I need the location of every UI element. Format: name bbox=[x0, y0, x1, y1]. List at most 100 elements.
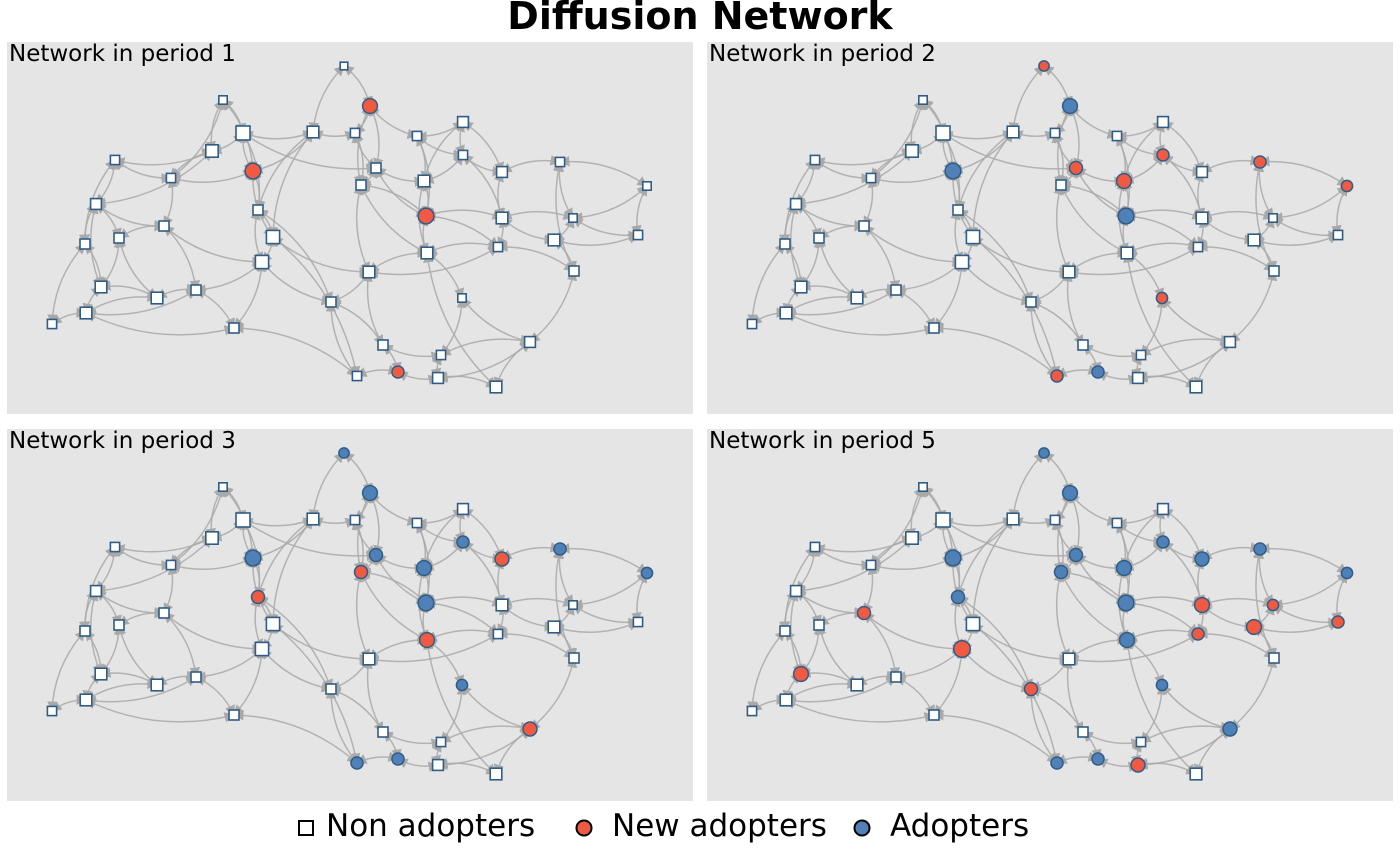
non-adopter-node bbox=[858, 220, 870, 232]
network-edge bbox=[272, 623, 371, 665]
panel-period-3: Network in period 3 bbox=[7, 429, 693, 801]
network-edge bbox=[426, 639, 465, 686]
network-edge bbox=[955, 131, 1014, 212]
adopter-node bbox=[950, 589, 966, 605]
network-edge bbox=[163, 225, 201, 292]
non-adopter-node bbox=[905, 144, 920, 159]
network-edge bbox=[1201, 604, 1256, 632]
network-edge bbox=[1162, 154, 1206, 220]
network-edge bbox=[799, 667, 858, 686]
network-edge bbox=[232, 710, 358, 764]
network-edge bbox=[1196, 241, 1275, 272]
non-adopter-node bbox=[850, 678, 864, 692]
nodes bbox=[746, 447, 1354, 781]
non-adopter-node bbox=[205, 531, 220, 546]
network-edge bbox=[1252, 160, 1275, 272]
network-edge bbox=[272, 236, 361, 378]
non-adopter-node bbox=[495, 598, 509, 612]
network-edge bbox=[1201, 217, 1256, 245]
non-adopter-node bbox=[1111, 517, 1123, 529]
network-edge bbox=[1161, 297, 1232, 345]
network-edge bbox=[1069, 105, 1119, 140]
non-adopter-node bbox=[306, 125, 320, 139]
non-adopter-node bbox=[952, 204, 964, 216]
non-adopter-node bbox=[965, 616, 981, 632]
non-adopter-node bbox=[865, 559, 877, 571]
network-edge bbox=[1252, 547, 1275, 659]
network-edge bbox=[894, 261, 963, 295]
non-adopter-node bbox=[813, 232, 825, 244]
network-edge bbox=[894, 648, 963, 682]
non-adopter-node bbox=[165, 559, 177, 571]
nodes bbox=[46, 447, 654, 781]
new-adopter-node bbox=[1245, 618, 1263, 636]
non-adopter-node bbox=[435, 736, 447, 748]
non-adopter-node bbox=[1189, 767, 1203, 781]
circle-marker-icon bbox=[575, 819, 593, 837]
non-adopter-node bbox=[492, 241, 504, 253]
non-adopter-node bbox=[89, 197, 103, 211]
network-edge bbox=[1258, 543, 1348, 574]
network-edge bbox=[415, 508, 464, 529]
non-adopter-node bbox=[1189, 380, 1203, 394]
non-adopter-node bbox=[489, 380, 503, 394]
non-adopter-node bbox=[150, 291, 164, 305]
non-adopter-node bbox=[554, 156, 566, 168]
adopter-node bbox=[1091, 365, 1105, 379]
non-adopter-node bbox=[431, 371, 445, 385]
adopter-node bbox=[417, 594, 435, 612]
network-edge bbox=[1201, 542, 1262, 560]
new-adopter-node bbox=[1191, 627, 1205, 641]
adopter-node bbox=[1050, 756, 1064, 770]
non-adopter-node bbox=[349, 514, 361, 526]
network-edge bbox=[1060, 571, 1128, 641]
adopter-node bbox=[1117, 207, 1135, 225]
non-adopter-node bbox=[1120, 246, 1134, 260]
network-edge bbox=[308, 65, 345, 134]
panel-label: Network in period 2 bbox=[709, 42, 936, 67]
non-adopter-node bbox=[1055, 179, 1067, 191]
non-adopter-node bbox=[794, 280, 808, 294]
network-edge bbox=[369, 105, 419, 140]
non-adopter-node bbox=[457, 149, 469, 161]
network-edge bbox=[799, 280, 858, 299]
network-edge bbox=[501, 596, 574, 607]
legend-label: New adopters bbox=[612, 808, 827, 844]
non-adopter-node bbox=[641, 181, 652, 192]
non-adopter-node bbox=[1195, 211, 1209, 225]
network-edge bbox=[1115, 121, 1164, 142]
network-edge bbox=[785, 312, 936, 336]
network-edge bbox=[501, 604, 556, 632]
non-adopter-node bbox=[377, 726, 389, 738]
network-edge bbox=[233, 647, 267, 716]
non-adopter-node bbox=[79, 693, 93, 707]
network-edge bbox=[367, 633, 499, 666]
non-adopter-node bbox=[568, 265, 580, 277]
non-adopter-node bbox=[495, 165, 509, 179]
network-edge bbox=[1161, 684, 1232, 732]
network-edge bbox=[501, 542, 562, 560]
panel-period-2: Network in period 2 bbox=[707, 42, 1393, 414]
new-adopter-node bbox=[417, 207, 435, 225]
network-edge bbox=[572, 217, 640, 242]
network-edge bbox=[436, 341, 531, 383]
non-adopter-node bbox=[1267, 213, 1278, 224]
non-adopter-node bbox=[190, 284, 202, 296]
network-edge bbox=[501, 217, 556, 245]
non-adopter-node bbox=[1049, 127, 1061, 139]
non-adopter-node bbox=[325, 296, 337, 308]
nodes bbox=[746, 60, 1354, 394]
edges bbox=[747, 452, 1348, 776]
network-edge bbox=[1229, 269, 1278, 343]
network-edge bbox=[95, 545, 120, 592]
network-edge bbox=[784, 289, 897, 320]
new-adopter-node bbox=[1340, 179, 1354, 193]
network-edge bbox=[863, 225, 901, 292]
network-edge bbox=[461, 297, 532, 345]
network-edge bbox=[1193, 341, 1231, 389]
adopter-node bbox=[1115, 559, 1133, 577]
network-edge bbox=[368, 634, 429, 660]
network-edge bbox=[501, 155, 562, 173]
new-adopter-node bbox=[856, 605, 872, 621]
non-adopter-node bbox=[568, 652, 580, 664]
